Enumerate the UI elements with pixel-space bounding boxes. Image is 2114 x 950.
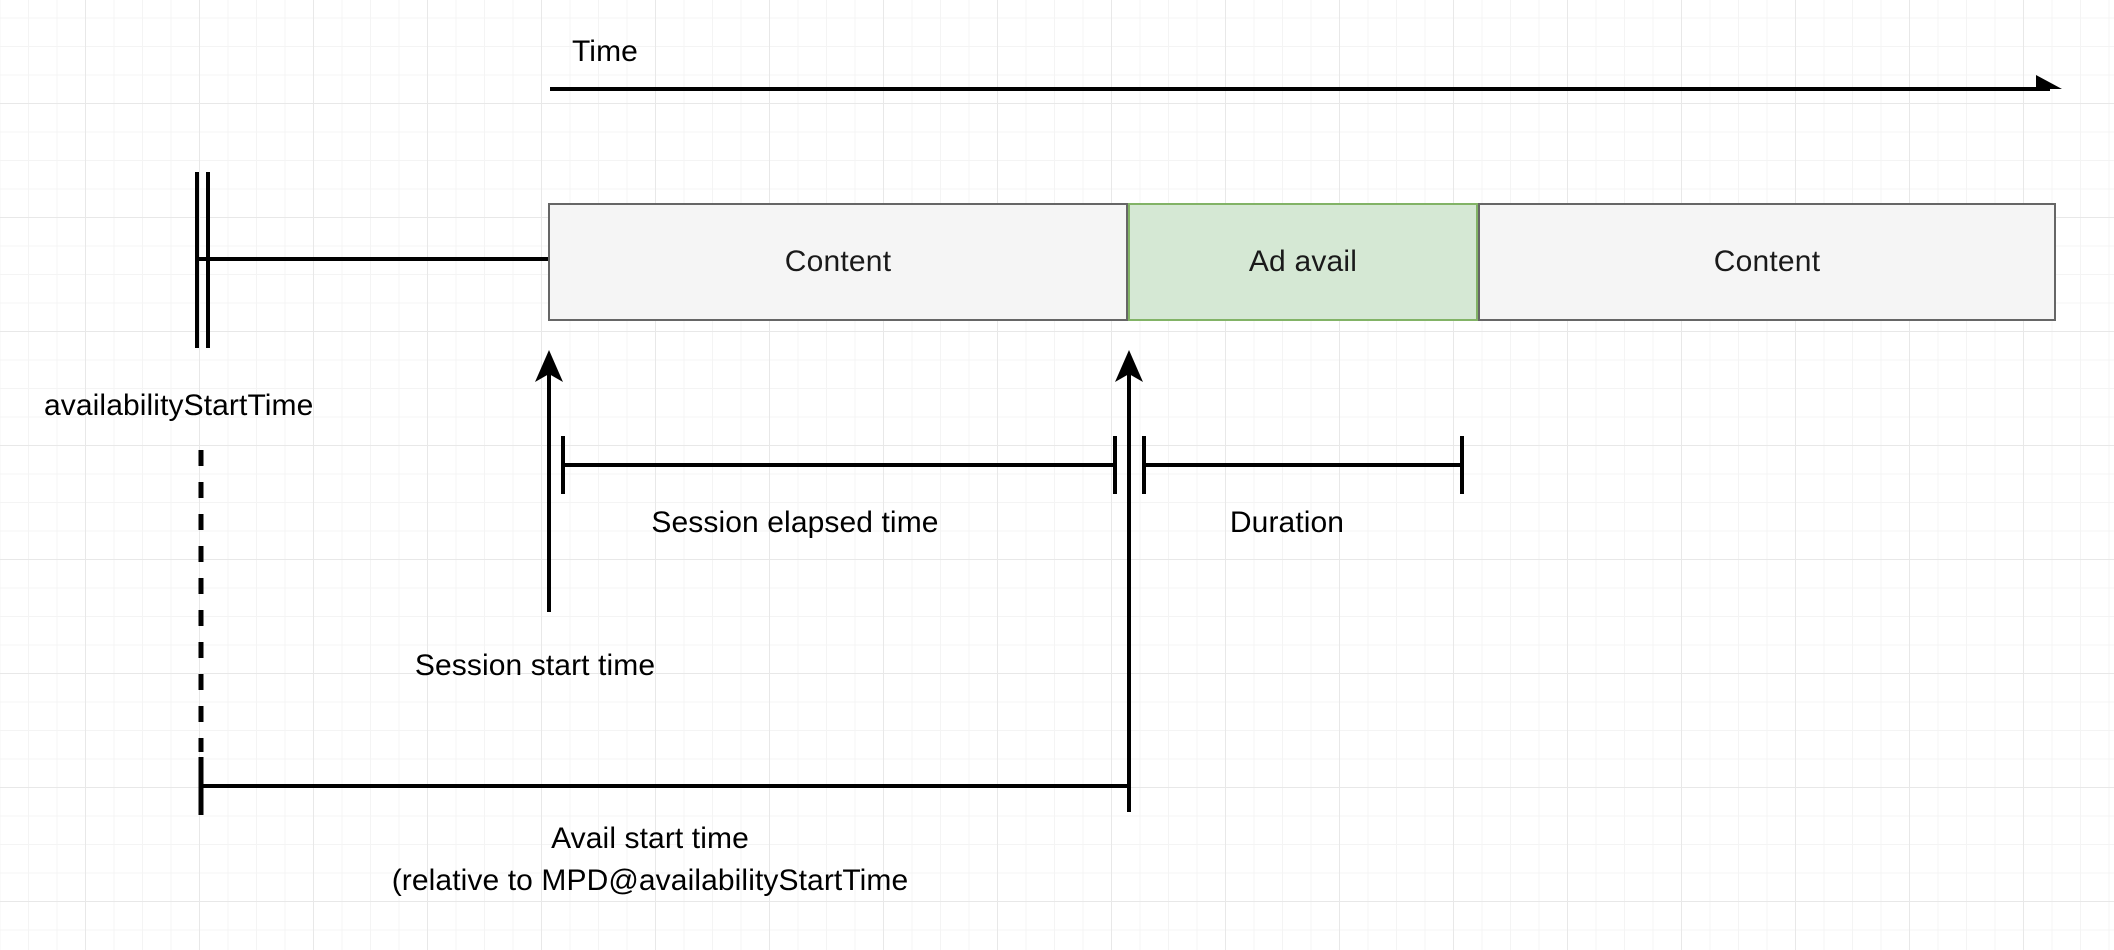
timeline-block-ad-avail[interactable]: Ad avail [1128, 203, 1478, 321]
timeline-block-label: Content [784, 245, 892, 278]
session-elapsed-measure [561, 436, 1117, 494]
time-axis-arrowhead [2036, 75, 2062, 89]
timeline-block-label: Content [1713, 245, 1821, 278]
session-start-arrowhead [535, 350, 563, 382]
session-start-arrow [535, 350, 563, 612]
time-axis [550, 75, 2062, 91]
avail-start-measure [198, 757, 1129, 815]
avail-start-time-label-line1: Avail start time [551, 822, 749, 855]
avail-start-arrow [1115, 350, 1143, 812]
duration-label: Duration [1229, 506, 1345, 539]
session-elapsed-time-label: Session elapsed time [651, 506, 939, 539]
session-start-time-label: Session start time [414, 649, 656, 682]
timeline-block-content-left[interactable]: Content [548, 203, 1128, 321]
timeline-block-content-right[interactable]: Content [1478, 203, 2056, 321]
availability-start-time-marker [195, 172, 550, 348]
avail-start-arrowhead [1115, 350, 1143, 382]
time-axis-label: Time [572, 35, 638, 68]
avail-start-time-label-line2: (relative to MPD@availabilityStartTime [391, 864, 909, 897]
availability-start-time-label: availabilityStartTime [44, 389, 314, 422]
duration-measure [1142, 436, 1464, 494]
timeline-block-label: Ad avail [1248, 245, 1358, 278]
